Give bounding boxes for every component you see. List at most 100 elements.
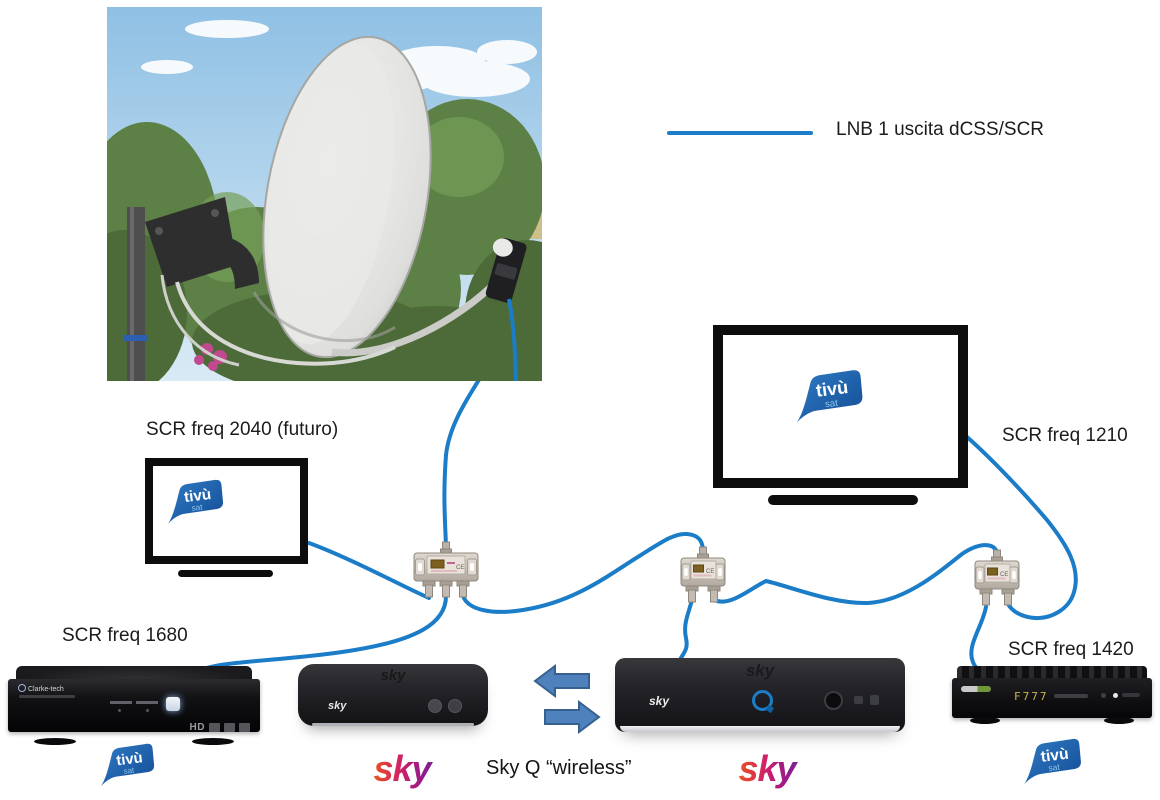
receiver-led-display: F777: [1014, 690, 1049, 703]
decoder-badges: HD: [190, 722, 250, 733]
sky-front-logo: sky: [649, 694, 670, 708]
cable-splitter3-to-receiver: [969, 605, 988, 674]
receiver-front-panel: [952, 678, 1152, 718]
port-nut: [991, 556, 1003, 562]
brand-text: Clarke-tech: [28, 686, 64, 693]
tivusat-logo-decoder: tivù sat: [97, 742, 157, 789]
splitter-3way: CE: [412, 541, 480, 599]
dish-reflector: [252, 35, 432, 359]
label-scr-1210: SCR freq 1210: [1002, 425, 1128, 446]
sky-wordmark-main: sky: [722, 748, 812, 790]
hd-badge: HD: [189, 722, 205, 733]
sky-embossed-logo: sky: [380, 667, 406, 684]
tivusat-logo-receiver: tivù sat: [1020, 737, 1084, 787]
tivusat-word: tivù: [116, 750, 144, 769]
dish-mount-bracket: [145, 197, 259, 289]
cable-splitter2-to-skyq: [677, 598, 694, 665]
tivusat-shape: [1024, 738, 1081, 785]
device-foot: [970, 717, 1000, 724]
ear-slot: [978, 571, 982, 579]
brand-logo-icon: [18, 684, 26, 692]
label-scr-1680: SCR freq 1680: [62, 625, 188, 646]
sky-front-logo: sky: [328, 700, 347, 712]
mast-pole: [127, 207, 145, 381]
label-mark: [447, 562, 455, 564]
status-led: [1113, 693, 1118, 698]
tivusat-shape: [100, 743, 155, 787]
cable-tv-left-to-splitter1: [307, 541, 431, 600]
tv-left: [145, 458, 308, 564]
tivusat-decoder-box: Clarke-tech HD: [8, 666, 260, 745]
tivusat-logo-tv-right: tivù sat: [792, 368, 866, 426]
label-chip: [430, 559, 445, 569]
satellite-dish-photo: [107, 7, 542, 381]
tivusat-shape: [168, 479, 224, 524]
tivusat-sub: sat: [191, 503, 204, 513]
port-nut: [440, 548, 452, 554]
ear-slot: [470, 563, 474, 571]
mast-highlight: [130, 207, 134, 381]
label-chip: [693, 564, 704, 573]
tivusat-sub: sat: [1048, 762, 1061, 773]
device-foot: [34, 738, 76, 745]
display-segment: [110, 701, 132, 704]
label-chip: [987, 567, 998, 576]
display-segment: [136, 701, 158, 704]
sky-embossed-logo: sky: [745, 661, 775, 680]
splitter-output-ports: [685, 585, 721, 603]
badge-icon: [239, 723, 250, 732]
decoder-model-text: [19, 695, 75, 698]
cable-tie: [124, 335, 148, 341]
tv-left-stand: [178, 570, 273, 577]
ce-mark: CE: [1000, 572, 1008, 578]
label-scr-1420: SCR freq 1420: [1008, 639, 1134, 660]
ce-mark: CE: [456, 565, 464, 571]
box-bottom-edge: [312, 723, 474, 726]
splitter-2way-a: CE: [679, 546, 727, 604]
label-mark: [693, 574, 712, 577]
badge-icon: [209, 723, 220, 732]
sky-wordmark-mini: sky: [357, 748, 447, 790]
label-mark: [987, 577, 1006, 580]
panel-icon: [854, 696, 863, 704]
receiver-vents: [957, 666, 1147, 681]
display-dot: [118, 709, 121, 712]
receiver-brand-logo: [961, 686, 991, 692]
tivusat-sub: sat: [123, 766, 135, 776]
sky-q-mini-box: sky sky: [298, 664, 488, 726]
gray-cable: [175, 281, 396, 366]
ce-mark: CE: [706, 569, 714, 575]
port-nut: [697, 553, 709, 559]
wireless-caption: Sky Q “wireless”: [486, 757, 632, 779]
lnb: [485, 238, 527, 303]
power-button: [166, 697, 180, 711]
decoder-brand: Clarke-tech: [18, 684, 64, 693]
tivusat-word: tivù: [183, 486, 212, 506]
sky-q-main-box: sky sky: [615, 658, 905, 732]
device-foot: [1104, 717, 1134, 724]
sat-receiver-box: F777: [952, 666, 1152, 724]
panel-icon: [870, 695, 879, 705]
splitter-output-ports: [979, 588, 1015, 606]
tivusat-word: tivù: [1040, 746, 1070, 766]
arrow-right-icon: [544, 700, 601, 734]
tivusat-logo-tv-left: tivù sat: [164, 478, 226, 527]
cable-splitter1-to-splitter2: [461, 531, 705, 614]
panel-text: [1122, 693, 1140, 697]
dish-photo-scene: [107, 7, 542, 381]
display-dot: [146, 709, 149, 712]
legend-cable-swatch: [667, 131, 813, 135]
legend-label: LNB 1 uscita dCSS/SCR: [836, 119, 1045, 140]
ear-slot: [1012, 571, 1016, 579]
tivusat-shape: [796, 370, 863, 423]
front-buttons: [1054, 694, 1088, 698]
splitter-output-ports: [422, 580, 470, 598]
power-button: [448, 699, 462, 713]
cable-splitter2-to-splitter3: [712, 543, 999, 606]
front-button: [1101, 693, 1106, 698]
label-mark-2: [431, 570, 457, 572]
pair-button: [428, 699, 442, 713]
tv-right-stand: [768, 495, 918, 505]
ear-slot: [418, 563, 422, 571]
